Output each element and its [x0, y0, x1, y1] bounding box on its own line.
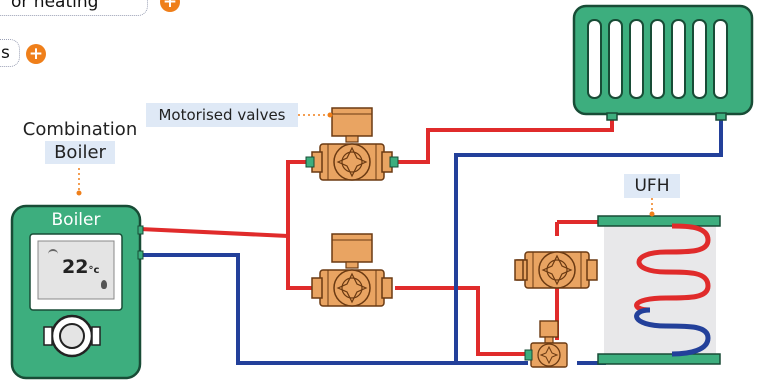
ufh-manifold-icon[interactable]	[597, 215, 721, 365]
ufh-label: UFH	[624, 174, 680, 198]
radiator-icon[interactable]	[572, 4, 754, 121]
display-temp-value: 22	[62, 256, 89, 278]
combination-line1: Combination	[18, 118, 142, 141]
motorised-valve-icon[interactable]	[305, 107, 399, 181]
boiler-title: Boiler	[51, 210, 101, 230]
mixing-valve-icon[interactable]	[524, 320, 568, 368]
leader-lines	[78, 114, 653, 214]
combination-line2: Boiler	[45, 141, 115, 164]
boiler-display-temp: 22°c	[62, 256, 99, 278]
tag-heating[interactable]: or heating	[0, 0, 148, 16]
tag-s[interactable]: s	[0, 39, 20, 67]
motorised-valves-label: Motorised valves	[146, 103, 298, 127]
display-temp-unit: °c	[88, 265, 100, 276]
motorised-valve-icon[interactable]	[311, 233, 393, 307]
combination-boiler-label: Combination Boiler	[18, 118, 142, 166]
display-flame-icon	[101, 280, 107, 289]
tag-heating-text: or heating	[11, 0, 99, 12]
boiler-icon[interactable]	[10, 204, 144, 380]
flow-pipes	[139, 119, 614, 356]
leader-dot	[76, 190, 82, 196]
leader-dot	[649, 211, 655, 217]
bypass-valve-icon[interactable]	[514, 251, 598, 289]
plus-icon[interactable]: +	[26, 44, 46, 64]
plus-icon[interactable]: +	[160, 0, 180, 12]
leader-dot	[327, 112, 333, 118]
tag-s-text: s	[1, 43, 10, 63]
display-indicator-icon	[48, 249, 58, 259]
